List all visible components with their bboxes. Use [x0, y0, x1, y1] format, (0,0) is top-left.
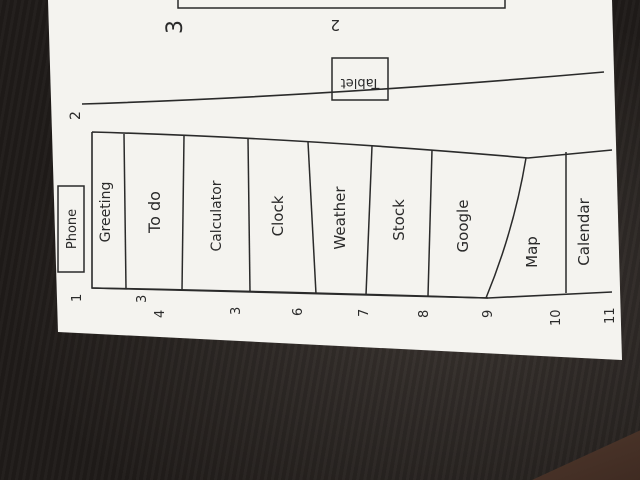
menu-table-bottom [91, 287, 489, 299]
row-number: 4 [153, 310, 168, 318]
row-label-map: Map [523, 236, 541, 268]
row-number: 9 [481, 310, 496, 318]
row-labels: Greeting To do Calculator Clock Weather … [98, 180, 593, 268]
phone-label: Phone [65, 209, 80, 249]
row-number: 3 [229, 307, 244, 315]
index-number: 3 [163, 20, 188, 34]
tablet-line [81, 71, 605, 105]
phone-box [57, 185, 85, 273]
row-label-calculator: Calculator [209, 180, 225, 251]
row-numbers: 3 4 3 6 7 8 9 10 11 [135, 295, 618, 326]
top-partial-box [177, 0, 506, 9]
row-label-calendar: Calendar [575, 197, 593, 265]
paper-sheet [48, 0, 622, 360]
row-number: 7 [357, 309, 372, 317]
row-label-weather: Weather [331, 186, 349, 250]
tablet-box [331, 57, 389, 101]
row-label-todo: To do [145, 191, 164, 234]
row-label-stock: Stock [390, 199, 408, 241]
index-number: 1 [70, 294, 85, 302]
row-label-google: Google [454, 200, 472, 253]
index-number: 2 [68, 111, 84, 120]
row-number: 6 [291, 308, 306, 316]
index-number: 2 [330, 16, 340, 34]
row-label-clock: Clock [269, 195, 287, 236]
row-number: 11 [603, 307, 618, 324]
row-label-greeting: Greeting [98, 182, 114, 243]
row-dividers [123, 133, 567, 299]
row-number: 10 [549, 309, 564, 326]
row-number: 3 [135, 295, 150, 303]
tablet-label: Tablet [341, 75, 381, 90]
row-number: 8 [417, 310, 432, 318]
